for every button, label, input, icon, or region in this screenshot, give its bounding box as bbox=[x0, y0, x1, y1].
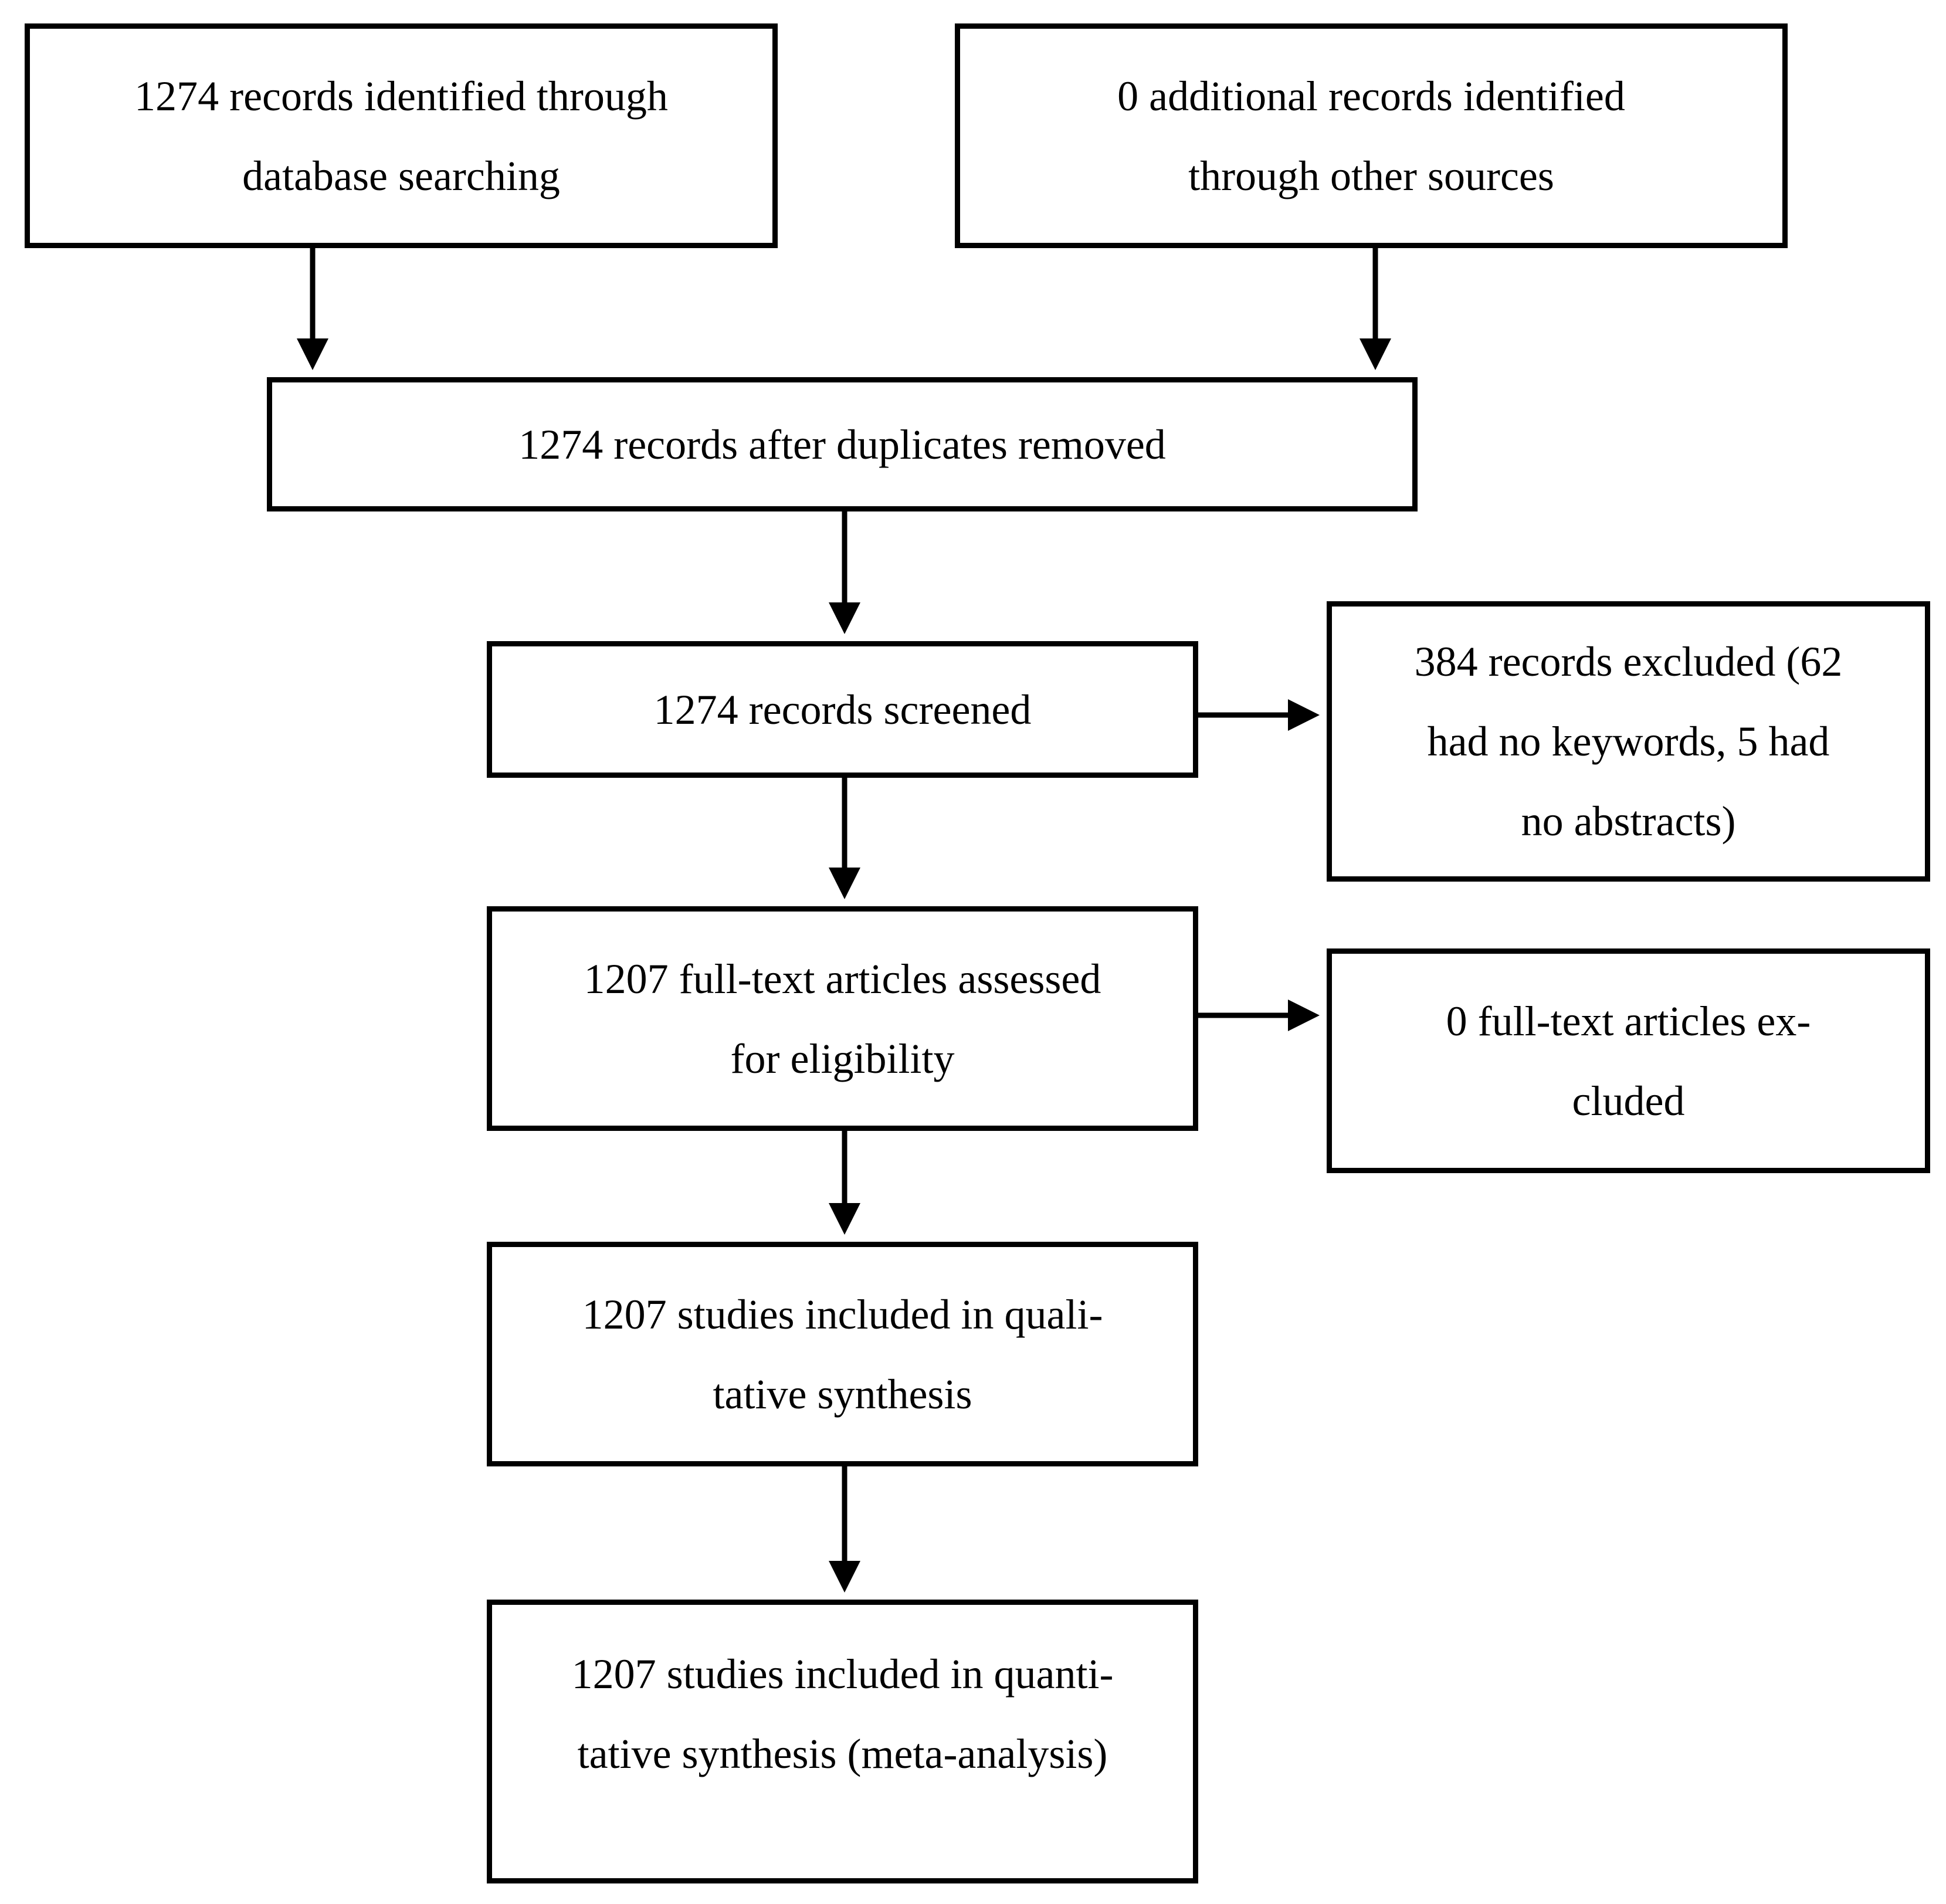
box-text-line: tative synthesis bbox=[713, 1370, 972, 1418]
box-text-line: 1274 records after duplicates removed bbox=[518, 421, 1166, 468]
records-screened-box: 1274 records screened bbox=[487, 641, 1198, 778]
box-text-line: 1207 full-text articles assessed bbox=[584, 955, 1101, 1002]
box-text-line: 0 additional records identified bbox=[1117, 72, 1625, 120]
box-text-line: had no keywords, 5 had bbox=[1427, 718, 1830, 765]
box-text-line: tative synthesis (meta-analysis) bbox=[577, 1730, 1108, 1777]
box-text-line: 1274 records screened bbox=[653, 686, 1032, 733]
records-identified-database-box: 1274 records identified through database… bbox=[25, 23, 778, 248]
records-excluded-box: 384 records excluded (62 had no keywords… bbox=[1327, 601, 1930, 882]
records-after-duplicates-box: 1274 records after duplicates removed bbox=[267, 377, 1418, 511]
fulltext-excluded-box: 0 full-text articles ex- cluded bbox=[1327, 948, 1930, 1173]
box-text-line: 1274 records identified through bbox=[134, 72, 668, 120]
box-text-line: for eligibility bbox=[730, 1035, 955, 1082]
quantitative-synthesis-box: 1207 studies included in quanti- tative … bbox=[487, 1600, 1198, 1883]
qualitative-synthesis-box: 1207 studies included in quali- tative s… bbox=[487, 1242, 1198, 1466]
box-text-line: 1207 studies included in quanti- bbox=[571, 1651, 1114, 1698]
box-text-line: cluded bbox=[1572, 1077, 1685, 1124]
fulltext-assessed-box: 1207 full-text articles assessed for eli… bbox=[487, 906, 1198, 1131]
box-text-line: through other sources bbox=[1188, 152, 1554, 199]
records-identified-other-sources-box: 0 additional records identified through … bbox=[955, 23, 1788, 248]
box-text-line: 384 records excluded (62 bbox=[1414, 638, 1843, 685]
box-text-line: 0 full-text articles ex- bbox=[1446, 997, 1811, 1045]
box-text-line: 1207 studies included in quali- bbox=[582, 1290, 1103, 1338]
box-text-line: no abstracts) bbox=[1521, 798, 1736, 845]
box-text-line: database searching bbox=[242, 152, 560, 199]
